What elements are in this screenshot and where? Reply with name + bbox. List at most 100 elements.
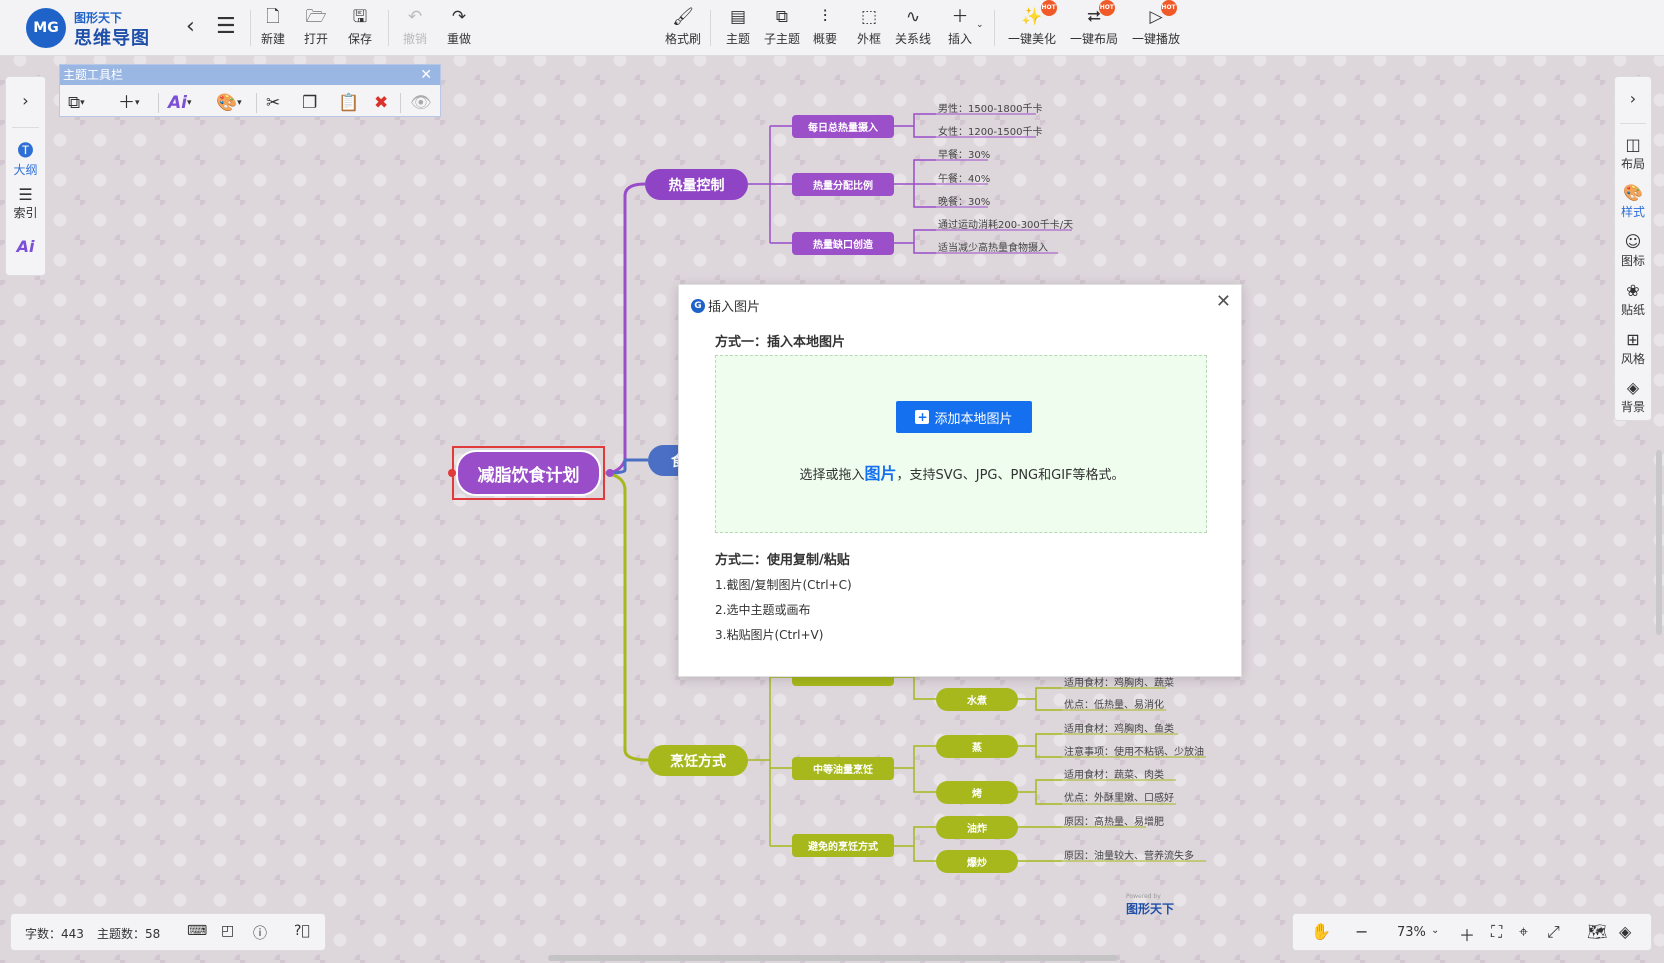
leaf-steam-ingredients[interactable]: 适用食材：鸡胸肉、鱼类 — [1064, 724, 1174, 735]
one-click-play-button[interactable]: ▷HOT 一键播放 — [1132, 0, 1180, 50]
leaf-exercise[interactable]: 通过运动消耗200-300千卡/天 — [938, 220, 1074, 231]
chevron-right-icon: › — [22, 91, 29, 110]
index-button[interactable]: ☰ 索引 — [6, 185, 45, 221]
topic-toolbar-header[interactable]: 主题工具栏 ✕ — [60, 65, 440, 85]
layers-icon[interactable]: ◈ — [1619, 922, 1632, 941]
leaf-male[interactable]: 男性：1500-1800千卡 — [938, 104, 1043, 115]
copy-style-button[interactable]: ⧉▾ — [68, 91, 85, 115]
ai-button[interactable]: Ai — [6, 237, 45, 256]
relation-line-button[interactable]: ∿ 关系线 — [894, 7, 931, 46]
undo-button[interactable]: ↶ 撤销 — [402, 7, 427, 46]
format-brush-button[interactable]: 🖌 格式刷 — [664, 7, 701, 46]
background-panel-button[interactable]: ◈ 背景 — [1615, 378, 1651, 415]
expand-right-button[interactable]: › — [1615, 89, 1651, 109]
help-icon[interactable]: ?⃝ — [294, 923, 310, 939]
theme-panel-button[interactable]: ⊞ 风格 — [1615, 330, 1651, 367]
add-local-image-button[interactable]: + 添加本地图片 — [896, 401, 1032, 433]
menu-icon[interactable]: ☰ — [216, 14, 236, 39]
format-brush-icon: 🖌 — [672, 7, 694, 27]
root-topic[interactable]: 减脂饮食计划 — [456, 450, 601, 496]
palette-button[interactable]: 🎨▾ — [216, 91, 242, 115]
leaf-lunch[interactable]: 午餐：40% — [938, 174, 991, 185]
leaf-stirfry-reason[interactable]: 原因：油量较大、营养流失多 — [1064, 851, 1194, 862]
hand-pan-icon[interactable]: ✋ — [1311, 922, 1331, 941]
top-toolbar: MG 图形天下 思维导图 ‹ ☰ 🗋 新建 🗁 打开 🖫 保存 ↶ 撤销 ↷ 重… — [0, 0, 1664, 56]
sticker-panel-button[interactable]: ❀ 贴纸 — [1615, 281, 1651, 318]
leaf-breakfast[interactable]: 早餐：30% — [938, 150, 991, 161]
topic-fried[interactable]: 油炸 — [936, 816, 1018, 839]
subtopic-button[interactable]: ⧉ 子主题 — [763, 7, 800, 46]
logo-mark: MG — [26, 8, 66, 48]
summary-button[interactable]: ⫶ 概要 — [812, 7, 837, 46]
topic-button[interactable]: ▤ 主题 — [725, 7, 750, 46]
fit-screen-icon[interactable]: ⛶ — [1491, 922, 1503, 941]
save-button[interactable]: 🖫 保存 — [347, 7, 372, 46]
fullscreen-icon[interactable]: ⤢ — [1547, 922, 1560, 941]
drop-hint: 选择或拖入图片，支持SVG、JPG、PNG和GIF等格式。 — [799, 464, 1125, 483]
leaf-roast-advantage[interactable]: 优点：外酥里嫩、口感好 — [1064, 793, 1174, 804]
close-icon[interactable]: ✕ — [1215, 291, 1231, 312]
word-count: 字数：443 — [25, 927, 84, 941]
topic-roast[interactable]: 烤 — [936, 781, 1018, 804]
leaf-fried-reason[interactable]: 原因：高热量、易增肥 — [1064, 817, 1164, 828]
boundary-button[interactable]: ⬚ 外框 — [856, 7, 881, 46]
expand-left-button[interactable]: › — [6, 91, 45, 110]
close-icon[interactable]: ✕ — [420, 67, 432, 83]
horizontal-scrollbar[interactable] — [548, 955, 1118, 961]
outline-button[interactable]: 🅣 大纲 — [6, 137, 45, 178]
redo-button[interactable]: ↷ 重做 — [446, 7, 471, 46]
delete-button[interactable]: ✖ — [374, 91, 388, 115]
zoom-out-icon[interactable]: − — [1355, 922, 1369, 941]
list-icon: ☰ — [18, 185, 33, 204]
leaf-steam-notes[interactable]: 注意事项：使用不粘锅、少放油 — [1064, 747, 1204, 758]
insert-dropdown-chevron-icon[interactable]: ⌄ — [976, 20, 984, 30]
magic-wand-icon: ✨HOT — [1021, 0, 1057, 28]
topic-steamed[interactable]: 蒸 — [936, 735, 1018, 758]
subtopic-calorie-ratio[interactable]: 热量分配比例 — [792, 173, 894, 196]
method-one-heading: 方式一：插入本地图片 — [715, 335, 846, 350]
layers-icon: ◈ — [1626, 378, 1640, 397]
subtopic-avoid[interactable]: 避免的烹饪方式 — [792, 834, 894, 857]
one-click-layout-button[interactable]: ⮂HOT 一键布局 — [1070, 0, 1118, 50]
icon-panel-button[interactable]: ☺ 图标 — [1615, 232, 1651, 269]
image-drop-zone[interactable]: + 添加本地图片 选择或拖入图片，支持SVG、JPG、PNG和GIF等格式。 — [715, 355, 1207, 533]
leaf-reduce-intake[interactable]: 适当减少高热量食物摄入 — [938, 243, 1048, 254]
open-button[interactable]: 🗁 打开 — [303, 7, 328, 46]
topic-boiled[interactable]: 水煮 — [936, 688, 1018, 711]
layout-toggle-icon[interactable]: ◰ — [221, 923, 235, 939]
leaf-female[interactable]: 女性：1200-1500千卡 — [938, 127, 1043, 138]
leaf-dinner[interactable]: 晚餐：30% — [938, 197, 991, 208]
chevron-down-icon: ▾ — [186, 98, 192, 108]
center-target-icon[interactable]: ⌖ — [1519, 922, 1529, 941]
leaf-boil-advantage[interactable]: 优点：低热量、易消化 — [1064, 700, 1164, 711]
add-button[interactable]: ＋▾ — [118, 91, 140, 115]
leaf-roast-ingredients[interactable]: 适用食材：蔬菜、肉类 — [1064, 770, 1164, 781]
new-button[interactable]: 🗋 新建 — [260, 7, 285, 46]
one-click-beautify-button[interactable]: ✨HOT 一键美化 — [1008, 0, 1057, 50]
back-arrow-icon[interactable]: ‹ — [186, 14, 195, 39]
topic-cooking-method[interactable]: 烹饪方式 — [648, 745, 748, 776]
topic-stirfry[interactable]: 爆炒 — [936, 850, 1018, 873]
zoom-level[interactable]: 73% — [1397, 925, 1426, 940]
leaf-boil-ingredients[interactable]: 适用食材：鸡胸肉、蔬菜 — [1064, 678, 1174, 689]
visibility-button[interactable]: 👁 — [410, 91, 432, 115]
vertical-scrollbar[interactable] — [1656, 450, 1662, 635]
insert-button[interactable]: ＋ 插入 — [947, 7, 972, 46]
ai-tool-button[interactable]: Ai▾ — [168, 91, 192, 115]
zoom-in-icon[interactable]: ＋ — [1459, 926, 1476, 945]
copy-button[interactable]: ❐ — [302, 91, 317, 115]
subtopic-calorie-deficit[interactable]: 热量缺口创造 — [792, 232, 894, 255]
root-topic-selection[interactable] — [452, 446, 605, 500]
map-icon[interactable]: 🗺 — [1587, 922, 1608, 941]
keyboard-icon[interactable]: ⌨ — [187, 923, 208, 939]
info-icon[interactable]: ⓘ — [253, 926, 267, 942]
layout-panel-button[interactable]: ◫ 布局 — [1615, 135, 1651, 172]
chevron-down-icon[interactable]: ⌄ — [1431, 925, 1440, 936]
subtopic-daily-intake[interactable]: 每日总热量摄入 — [792, 115, 894, 138]
topic-calorie-control[interactable]: 热量控制 — [645, 169, 748, 200]
cut-button[interactable]: ✂ — [266, 91, 280, 115]
style-panel-button[interactable]: 🎨 样式 — [1615, 183, 1651, 220]
subtopic-mid-oil[interactable]: 中等油量烹饪 — [792, 757, 894, 780]
paste-button[interactable]: 📋 — [338, 91, 359, 115]
